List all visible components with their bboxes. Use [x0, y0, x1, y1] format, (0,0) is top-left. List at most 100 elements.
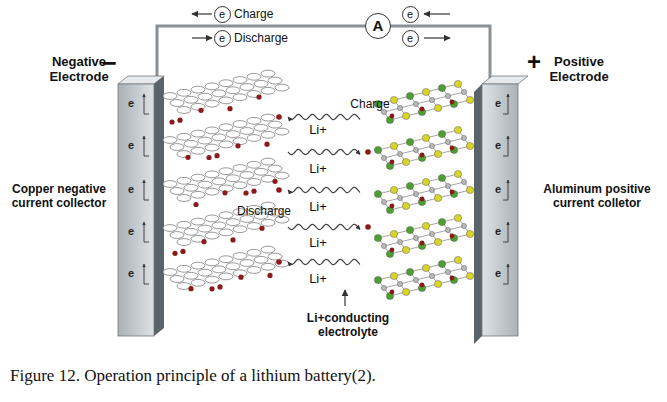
lattice-atom — [450, 146, 457, 153]
ion-label: Li+ — [298, 236, 338, 251]
graphite-ring — [170, 232, 184, 239]
graphite-ring — [219, 273, 233, 280]
symbol-letter: e — [219, 8, 225, 21]
lithium-ion — [390, 248, 395, 253]
graphite-ring — [177, 221, 191, 228]
symbol-letter: A — [373, 17, 384, 34]
lithium-ion — [180, 249, 185, 254]
lithium-ion — [193, 202, 198, 207]
lattice-atom — [390, 186, 397, 193]
graphite-ring — [163, 269, 177, 276]
graphite-ring — [226, 263, 240, 270]
lithium-ion — [227, 106, 232, 111]
lattice-atom — [413, 101, 418, 106]
graphite-ring — [184, 272, 198, 279]
lattice-atom — [450, 100, 457, 107]
graphite-ring — [219, 80, 233, 87]
graphite-ring — [184, 140, 198, 147]
graphite-ring — [198, 137, 212, 144]
lithium-ion — [209, 286, 214, 291]
polarity-sign: − — [100, 50, 118, 76]
electron-symbol: e — [214, 6, 231, 23]
lithium-ion — [390, 114, 395, 119]
graphite-ring — [177, 107, 191, 114]
graphite-ring — [177, 239, 191, 246]
symbol-letter: e — [219, 32, 225, 45]
graphite-ring — [240, 172, 254, 179]
graphite-ring — [191, 130, 205, 137]
graphite-ring — [261, 158, 275, 165]
lattice-atom — [374, 190, 381, 197]
lattice-atom — [454, 126, 461, 133]
lattice-atom — [454, 214, 461, 221]
lithium-ion — [390, 204, 395, 209]
graphite-ring — [212, 134, 226, 141]
lattice-atom — [422, 88, 429, 95]
collector-slab: eeeee — [118, 84, 144, 336]
lattice-atom — [429, 231, 434, 236]
electron-mark: e — [118, 183, 144, 196]
lattice-atom — [402, 112, 409, 119]
lithium-ion — [420, 283, 425, 288]
ion-arrows — [276, 114, 371, 265]
lattice-atom — [406, 182, 413, 189]
graphite-ring — [247, 161, 261, 168]
graphite-ring — [261, 87, 275, 94]
current-arrow — [144, 264, 149, 284]
lithium-ion — [185, 155, 190, 160]
ion-flow-arrow — [288, 114, 360, 119]
lattice-atom — [402, 158, 409, 165]
graphite-ring — [226, 175, 240, 182]
graphite-ring — [205, 83, 219, 90]
electron-mark: e — [118, 267, 144, 280]
graphite-ring — [226, 87, 240, 94]
lithium-ion — [272, 179, 277, 184]
graphite-ring — [212, 178, 226, 185]
lattice-atom — [381, 243, 386, 248]
collector-label: Aluminum positive current colletor — [530, 183, 664, 211]
graphite-ring — [233, 226, 247, 233]
lithium-ion — [206, 155, 211, 160]
graphite-ring — [233, 94, 247, 101]
lattice-atom — [390, 142, 397, 149]
graphite-ring — [163, 93, 177, 100]
graphite-ring — [275, 128, 289, 135]
lattice-atom — [461, 89, 466, 94]
lattice-atom — [454, 256, 461, 263]
lattice-atom — [413, 277, 418, 282]
electron-mark: e — [118, 97, 144, 110]
graphite-ring — [240, 84, 254, 91]
graphite-ring — [205, 144, 219, 151]
graphite-ring — [275, 260, 289, 267]
graphite-ring — [275, 172, 289, 179]
lattice-atom — [445, 227, 450, 232]
graphite-ring — [177, 265, 191, 272]
electron-mark: e — [488, 183, 508, 196]
graphite-ring — [233, 77, 247, 84]
electrolyte-label: Li+conducting electrolyte — [292, 312, 404, 340]
flow-label: Discharge — [232, 205, 296, 219]
lithium-ion — [238, 275, 243, 280]
lattice-atom — [429, 273, 434, 278]
graphite-ring — [191, 279, 205, 286]
graphite-ring — [205, 127, 219, 134]
current-arrow — [144, 180, 149, 200]
lattice-atom — [461, 179, 466, 184]
graphite-ring — [198, 181, 212, 188]
electron-symbol: e — [402, 6, 419, 23]
lattice-atom — [429, 143, 434, 148]
lattice-atom — [413, 235, 418, 240]
lattice-atom — [438, 260, 445, 267]
lithium-ion — [276, 187, 282, 193]
lattice-atom — [466, 96, 473, 103]
lithium-ion — [390, 160, 395, 165]
collector-side — [474, 84, 482, 344]
ion-label: Li+ — [298, 200, 338, 215]
lattice-atom — [374, 276, 381, 283]
lattice-atom — [390, 230, 397, 237]
lattice-atom — [402, 288, 409, 295]
lithium-ion — [450, 276, 455, 281]
electrode-label: Positive Electrode — [542, 55, 616, 85]
graphite-ring — [254, 124, 268, 131]
graphite-ring — [268, 253, 282, 260]
